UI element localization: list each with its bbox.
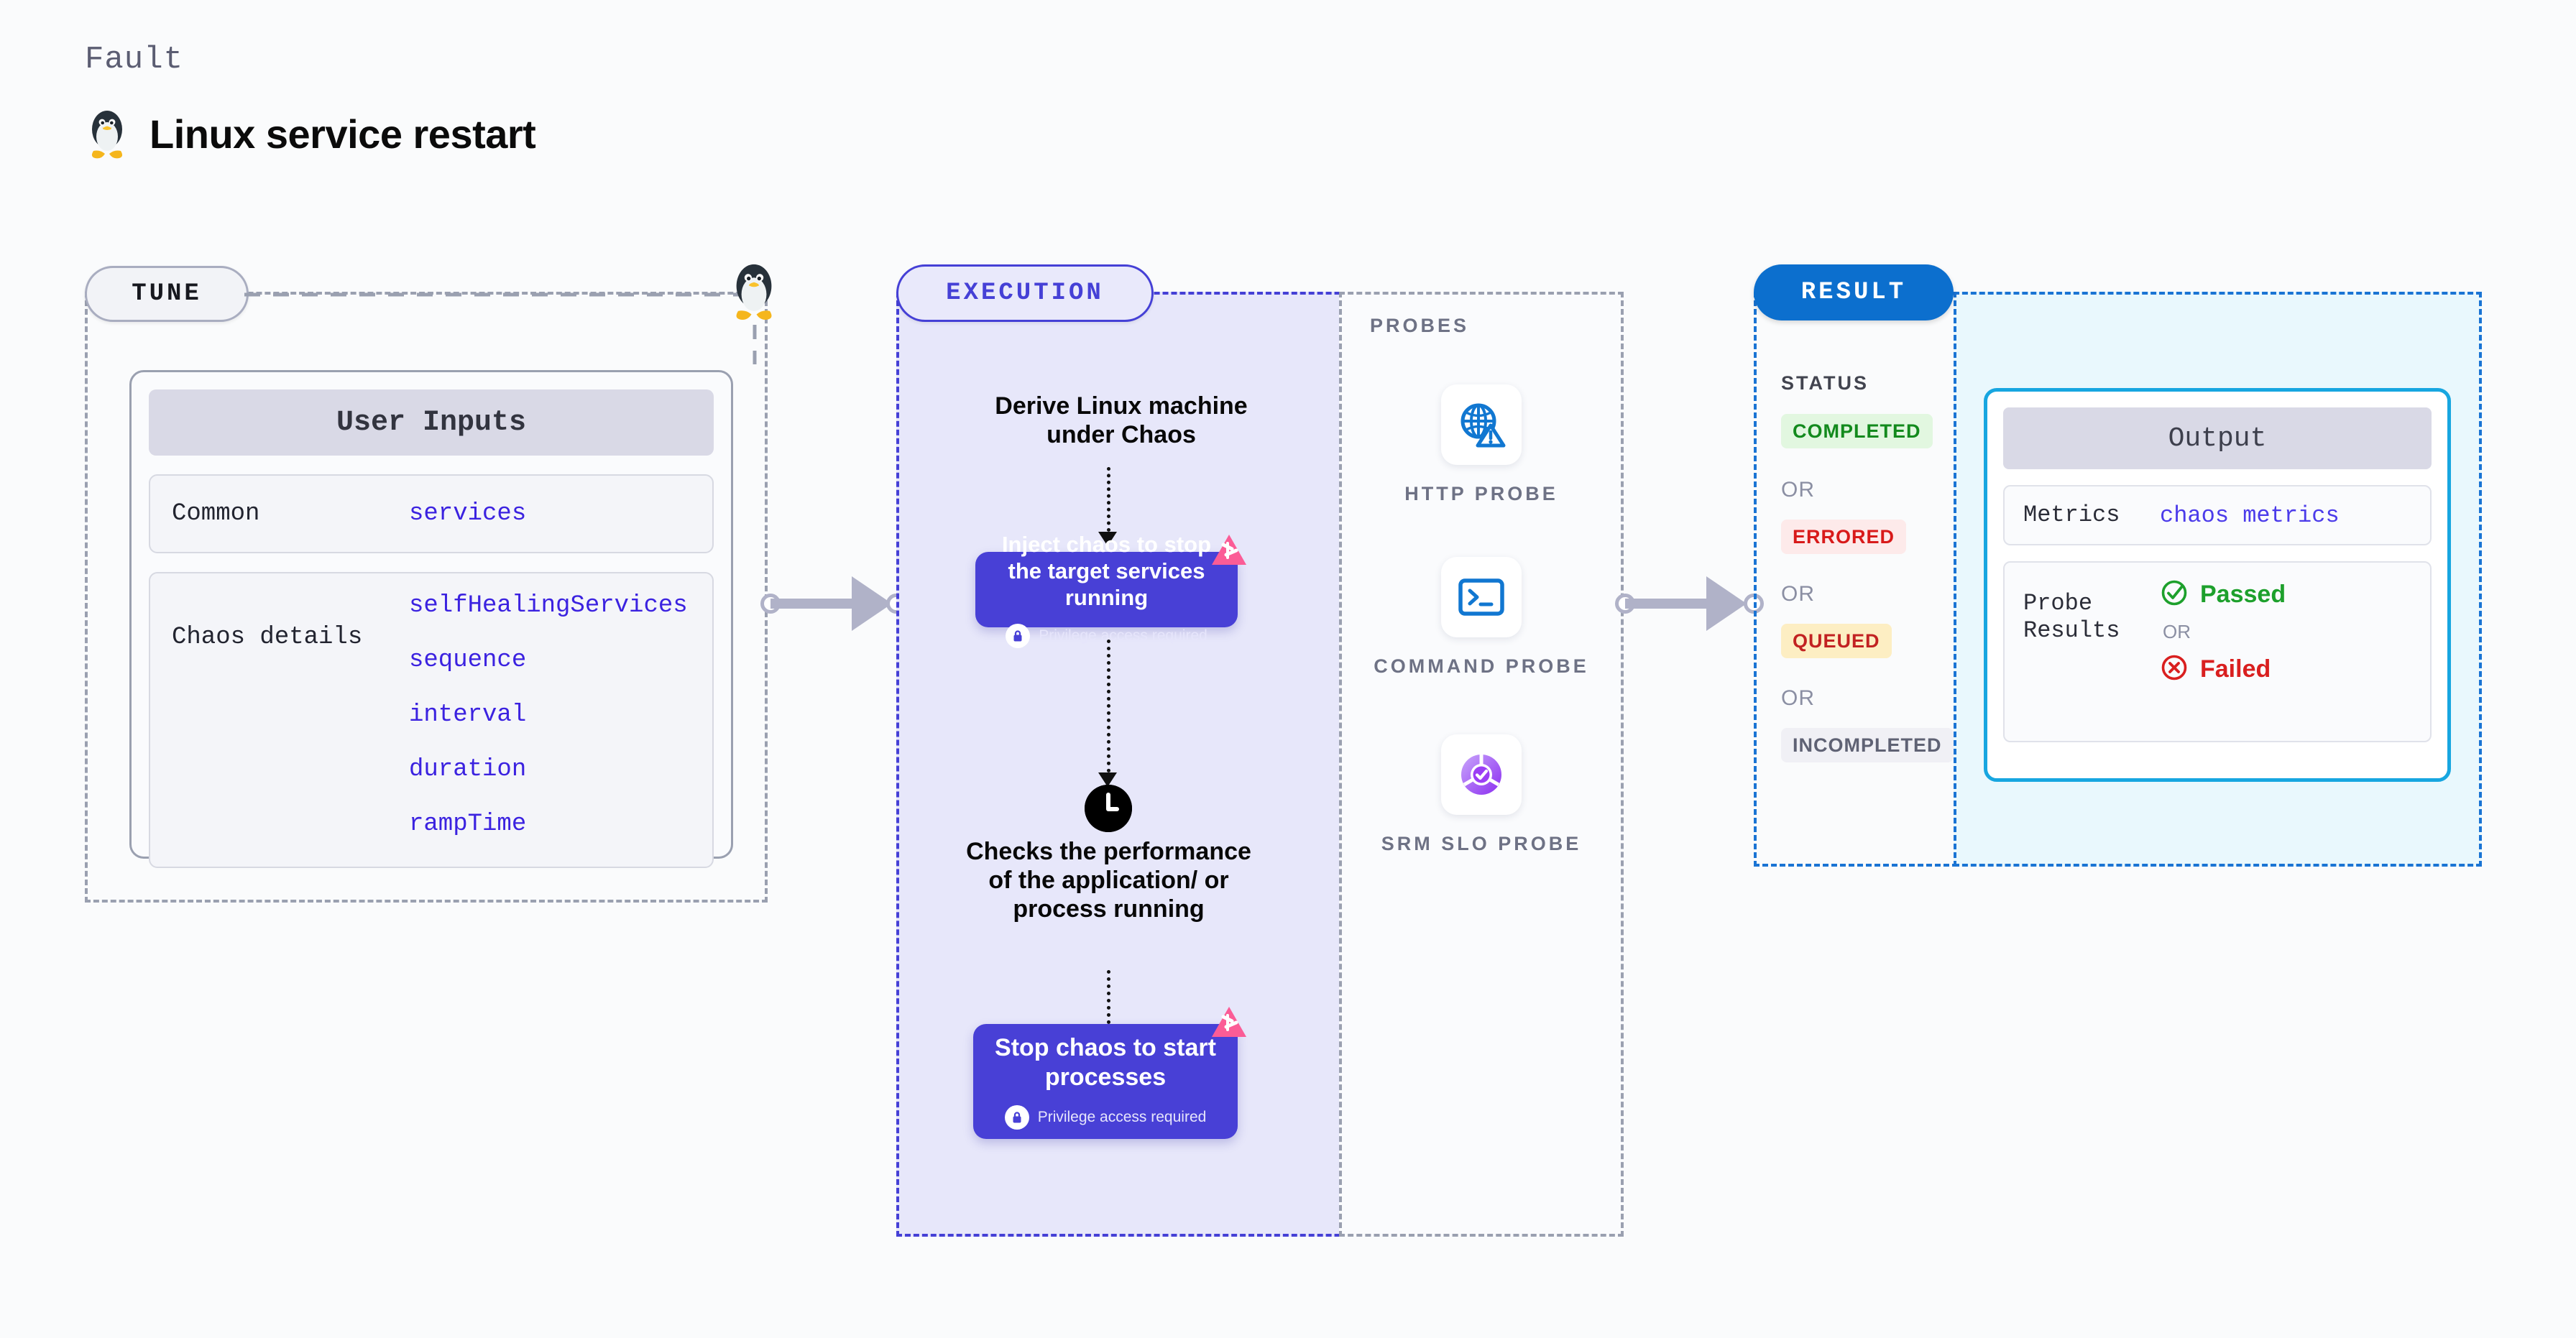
- stop-chaos-note-row: Privilege access required: [1004, 1104, 1207, 1130]
- tune-to-penguin-dashed-line: [244, 292, 748, 297]
- status-badge-queued: QUEUED: [1781, 624, 1892, 658]
- eyebrow-label: Fault: [85, 42, 184, 78]
- page-title: Linux service restart: [150, 111, 536, 157]
- terminal-icon: [1441, 557, 1522, 637]
- tune-pill[interactable]: TUNE: [85, 266, 249, 322]
- linux-penguin-icon-connector: [728, 261, 780, 325]
- stop-chaos-note: Privilege access required: [1037, 1108, 1207, 1125]
- connector-line: [1625, 599, 1719, 609]
- probe-item-command[interactable]: COMMAND PROBE: [1374, 557, 1589, 679]
- probe-item-srm-slo[interactable]: SRM SLO PROBE: [1374, 734, 1589, 857]
- output-row-label: Metrics: [2023, 501, 2120, 528]
- penguin-drop-dashed-line: [753, 325, 757, 364]
- stop-chaos-title: Stop chaos to start processes: [995, 1034, 1216, 1091]
- probe-caption: COMMAND PROBE: [1374, 655, 1589, 677]
- tune-value[interactable]: duration: [409, 756, 527, 783]
- or-separator: OR: [1781, 686, 1815, 710]
- probe-result-passed: Passed: [2160, 578, 2286, 611]
- probe-result-passed-label: Passed: [2200, 581, 2286, 608]
- lock-icon: [1004, 1104, 1029, 1130]
- check-circle-icon: [2160, 578, 2189, 611]
- output-row-metrics: Metrics chaos metrics: [2003, 485, 2432, 545]
- result-pill[interactable]: RESULT: [1754, 264, 1954, 320]
- slo-donut-check-icon: [1441, 734, 1522, 815]
- status-badge-incompleted: INCOMPLETED: [1781, 728, 1954, 762]
- tune-row-chaos-details: Chaos details selfHealingServices sequen…: [149, 572, 714, 868]
- execution-step-derive-text: Derive Linux machine under Chaos: [995, 392, 1248, 449]
- flow-dotted-line-2: [1107, 640, 1110, 772]
- flow-arrowhead-2: [1098, 772, 1117, 787]
- probe-results-values: Passed OR Failed: [2160, 578, 2286, 725]
- tune-value[interactable]: interval: [409, 701, 527, 729]
- x-circle-icon: [2160, 653, 2189, 686]
- probe-result-failed-label: Failed: [2200, 655, 2271, 683]
- output-row-probe-results: Probe Results Passed OR: [2003, 561, 2432, 742]
- tune-row-label: Common: [172, 500, 260, 527]
- connector-arrowhead: [1706, 576, 1747, 631]
- probe-result-failed: Failed: [2160, 653, 2286, 686]
- output-card-title: Output: [2003, 407, 2432, 469]
- clock-icon: [1085, 785, 1132, 832]
- execution-pill[interactable]: EXECUTION: [896, 264, 1154, 322]
- tune-row-label: Chaos details: [172, 624, 363, 651]
- output-row-label: Probe Results: [2023, 590, 2120, 645]
- flow-dotted-line-1: [1107, 467, 1110, 532]
- globe-warning-icon: [1441, 384, 1522, 465]
- page-header: Fault Linux service restart: [85, 42, 536, 160]
- tune-row-values: selfHealingServices sequence interval du…: [409, 592, 688, 848]
- inject-chaos-note-row: Privilege access required: [1006, 624, 1208, 649]
- probe-caption: HTTP PROBE: [1404, 483, 1558, 504]
- tune-row-common: Common services: [149, 474, 714, 553]
- output-card: Output Metrics chaos metrics Probe Resul…: [1984, 388, 2451, 782]
- litmus-chaos-icon: [1210, 533, 1248, 573]
- tune-value[interactable]: services: [409, 500, 527, 527]
- output-row-value[interactable]: chaos metrics: [2160, 502, 2340, 529]
- user-inputs-card: User Inputs Common services Chaos detail…: [129, 370, 733, 868]
- stop-chaos-box[interactable]: Stop chaos to start processes Privilege …: [973, 1007, 1246, 1139]
- or-separator: OR: [1781, 478, 1815, 502]
- linux-penguin-icon: [85, 108, 129, 160]
- execution-step-checks-text: Checks the performance of the applicatio…: [966, 838, 1251, 923]
- tune-value[interactable]: sequence: [409, 647, 527, 674]
- status-badge-errored: ERRORED: [1781, 520, 1907, 554]
- probes-label: PROBES: [1370, 315, 1470, 336]
- status-label: STATUS: [1781, 372, 1869, 394]
- tune-value[interactable]: rampTime: [409, 811, 527, 838]
- inject-chaos-box[interactable]: Inject chaos to stop the target services…: [975, 532, 1246, 649]
- title-row: Linux service restart: [85, 108, 536, 160]
- connector-arrowhead: [852, 576, 892, 631]
- litmus-chaos-icon: [1210, 1005, 1248, 1045]
- inject-chaos-note: Privilege access required: [1039, 627, 1208, 645]
- flow-dotted-line-3: [1107, 970, 1110, 1046]
- status-badge-completed: COMPLETED: [1781, 414, 1933, 448]
- probe-item-http[interactable]: HTTP PROBE: [1374, 384, 1589, 507]
- probe-caption: SRM SLO PROBE: [1381, 833, 1582, 854]
- flow-arrowhead-1: [1098, 532, 1117, 546]
- tune-value[interactable]: selfHealingServices: [409, 592, 688, 619]
- lock-icon: [1006, 624, 1031, 649]
- user-inputs-title: User Inputs: [149, 389, 714, 456]
- inject-chaos-title: Inject chaos to stop the target services…: [1001, 531, 1212, 611]
- connector-line: [770, 599, 864, 609]
- or-separator: OR: [2163, 621, 2191, 642]
- or-separator: OR: [1781, 582, 1815, 606]
- tune-row-values: services: [409, 500, 526, 527]
